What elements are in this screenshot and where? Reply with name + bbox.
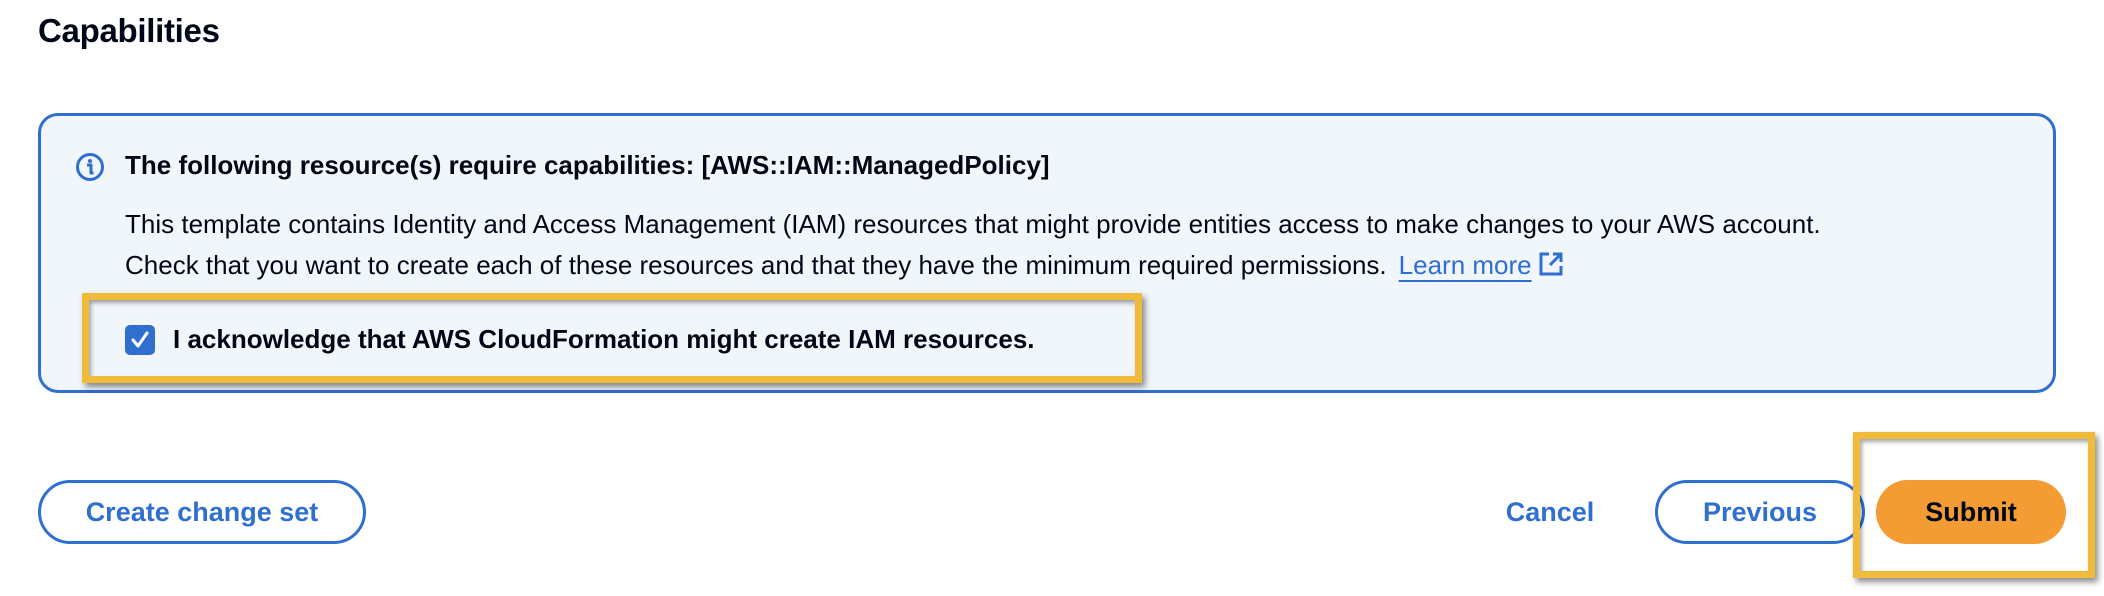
external-link-icon[interactable]: [1538, 248, 1564, 276]
alert-body-line-2: Check that you want to create each of th…: [125, 245, 1821, 286]
acknowledge-row[interactable]: I acknowledge that AWS CloudFormation mi…: [125, 324, 1035, 355]
learn-more-link[interactable]: Learn more: [1399, 250, 1532, 280]
previous-button[interactable]: Previous: [1655, 480, 1865, 544]
cancel-button[interactable]: Cancel: [1490, 480, 1610, 544]
learn-more-label: Learn more: [1398, 250, 1532, 280]
capabilities-info-alert: The following resource(s) require capabi…: [38, 113, 2056, 393]
info-icon: [75, 152, 105, 182]
alert-header: The following resource(s) require capabi…: [125, 150, 1050, 180]
create-change-set-button[interactable]: Create change set: [38, 480, 366, 544]
section-title: Capabilities: [38, 12, 220, 49]
acknowledge-label: I acknowledge that AWS CloudFormation mi…: [173, 324, 1035, 354]
alert-body: This template contains Identity and Acce…: [125, 204, 1821, 286]
acknowledge-checkbox[interactable]: [125, 324, 155, 355]
submit-button[interactable]: Submit: [1876, 480, 2066, 544]
checkmark-icon: [131, 331, 149, 347]
alert-body-line-1: This template contains Identity and Acce…: [125, 209, 1821, 239]
alert-body-line-2-text: Check that you want to create each of th…: [125, 250, 1387, 280]
